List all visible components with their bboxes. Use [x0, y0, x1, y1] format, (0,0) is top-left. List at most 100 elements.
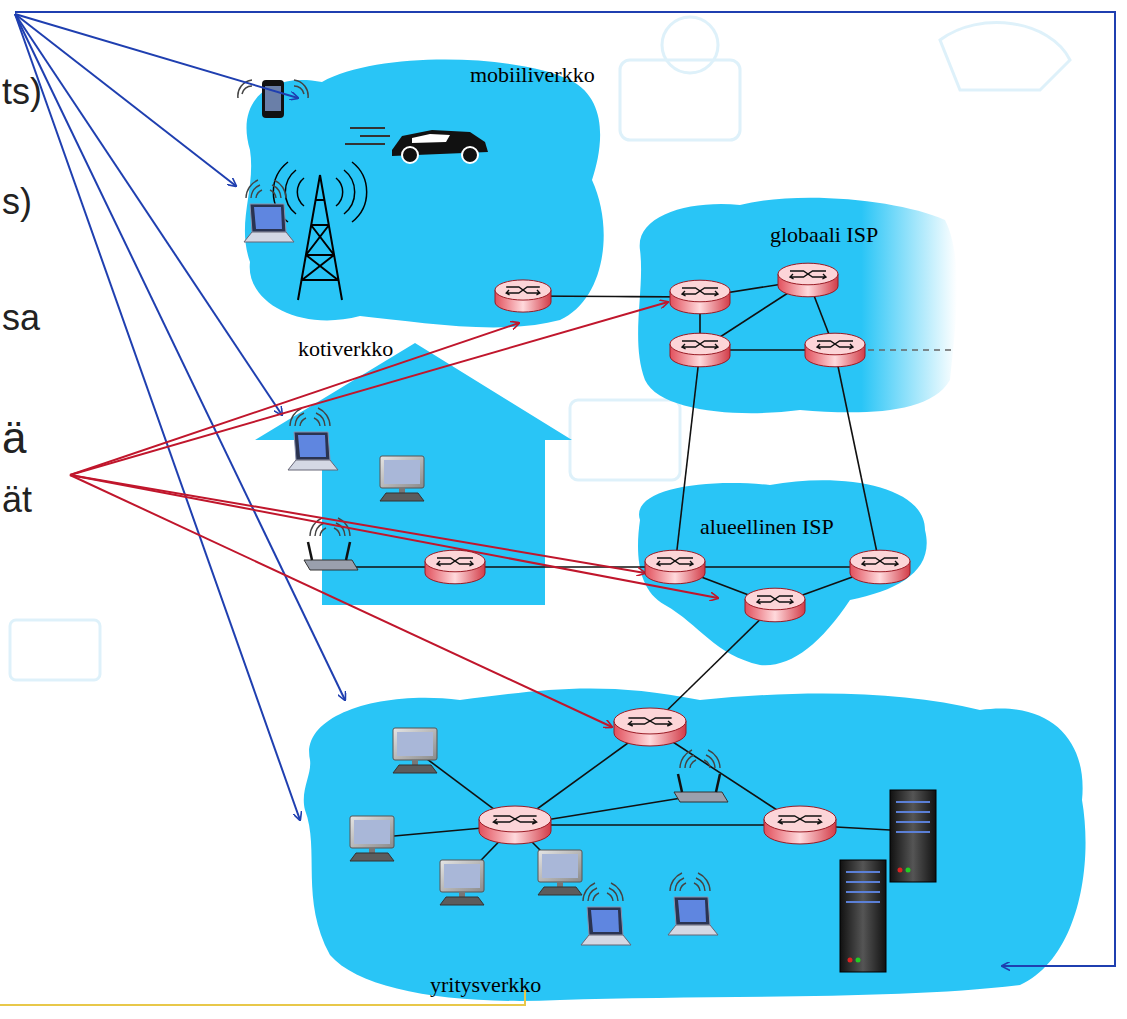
ap-body [674, 792, 728, 802]
server-slot [896, 821, 930, 823]
wireless-waves [680, 750, 720, 768]
laptop-keyboard [244, 232, 294, 242]
mobile-network: mobiiliverkko [240, 55, 615, 335]
laptop-keyboard [288, 460, 338, 470]
router-arrows [657, 558, 693, 566]
server [890, 790, 936, 882]
keyboard [380, 493, 424, 501]
server-slot [846, 891, 880, 893]
stand [412, 760, 418, 765]
stand [369, 848, 375, 853]
network-link [688, 668, 711, 690]
desktop-computer [380, 456, 424, 501]
network-link [685, 420, 692, 478]
laptop-display [254, 207, 282, 229]
server [840, 860, 886, 972]
region-label: alueellinen ISP [700, 514, 834, 540]
regional-isp: alueellinen ISP [628, 478, 930, 668]
home-network: kotiverkko [255, 334, 575, 608]
laptop-computer [244, 180, 294, 242]
side-text: ät [2, 480, 32, 520]
laptop-screen [294, 432, 330, 460]
server-slot [896, 801, 930, 803]
monitor [380, 456, 424, 488]
router-top [495, 280, 551, 300]
router-arrows [682, 341, 718, 349]
server-led [906, 868, 911, 873]
wireless-waves [290, 408, 330, 426]
router-symbol [745, 588, 805, 622]
desktop-computer [440, 860, 484, 905]
region-label: kotiverkko [298, 336, 393, 362]
server-slot [846, 901, 880, 903]
laptop-computer [288, 408, 338, 470]
router-arrows [862, 558, 898, 566]
router-top [645, 550, 705, 572]
wifi-router [674, 750, 728, 802]
wireless-waves [583, 883, 623, 901]
host-leader-lines [15, 12, 1115, 966]
desktop-computer [393, 728, 437, 773]
router-top [850, 550, 910, 572]
router-top [614, 708, 686, 734]
router-arrows [493, 816, 536, 824]
laptop-screen [587, 907, 623, 935]
smartphone [238, 80, 308, 118]
global-isp: globaali ISP [632, 195, 962, 420]
router-symbol [495, 280, 551, 312]
router-symbol [479, 806, 551, 844]
router-symbol [805, 333, 865, 367]
home-network-house [255, 343, 572, 605]
router-symbol [850, 550, 910, 584]
server-slot [846, 881, 880, 883]
keyboard [538, 887, 582, 895]
router-top [479, 806, 551, 832]
router-symbol [778, 263, 838, 297]
server-led [898, 868, 903, 873]
keyboard [440, 897, 484, 905]
wireless-waves [670, 873, 710, 891]
server-led [848, 958, 853, 963]
laptop-screen [674, 897, 710, 925]
router-top [425, 550, 485, 572]
screen [444, 864, 480, 888]
watermark [10, 17, 1070, 680]
router-top [778, 263, 838, 285]
router-arrows [628, 718, 671, 726]
router-arrows [757, 596, 793, 604]
laptop-display [591, 910, 619, 932]
laptop-computer [668, 873, 718, 935]
server-slot [896, 831, 930, 833]
car [345, 128, 488, 163]
network-link [615, 296, 632, 298]
monitor [538, 850, 582, 882]
cell-tower [273, 162, 366, 300]
ap-body [304, 560, 358, 570]
router-symbol [425, 550, 485, 584]
router-top [670, 280, 730, 302]
screen [384, 460, 420, 484]
stand [557, 882, 563, 887]
side-text: s) [2, 182, 32, 222]
monitor [440, 860, 484, 892]
side-text: ts) [2, 72, 42, 112]
ap-antenna [308, 542, 312, 560]
router-symbol [670, 333, 730, 367]
ap-antenna [346, 542, 350, 560]
enterprise-network-cloud [304, 688, 1086, 1000]
global-isp-cloud [638, 198, 957, 413]
router-top [670, 333, 730, 355]
router-top [764, 806, 836, 832]
laptop-keyboard [581, 935, 631, 945]
mobile-network-cloud [245, 60, 604, 328]
keyboard [393, 765, 437, 773]
network-link [849, 420, 861, 478]
router-arrows [506, 287, 540, 295]
server-case [890, 790, 936, 882]
router-symbol [645, 550, 705, 584]
laptop-computer [581, 883, 631, 945]
keyboard [350, 853, 394, 861]
side-text: sa [2, 298, 40, 338]
